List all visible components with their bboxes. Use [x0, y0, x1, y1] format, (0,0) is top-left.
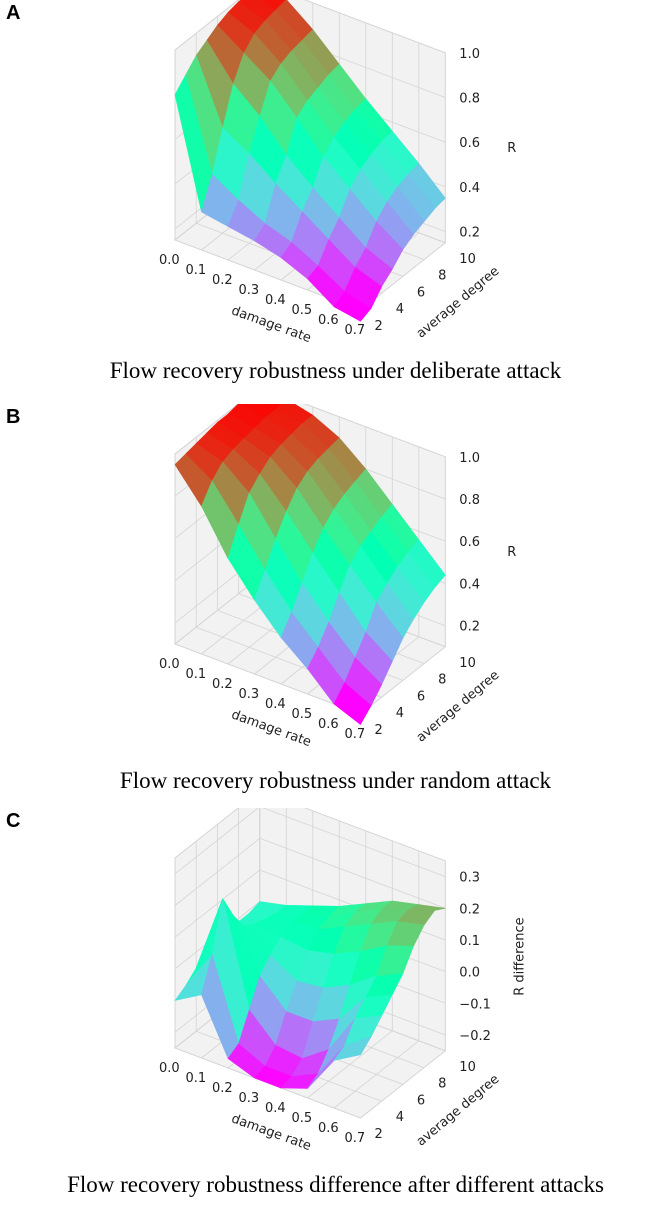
- caption-c: Flow recovery robustness difference afte…: [67, 1172, 604, 1197]
- z-tick-label: −0.2: [459, 1029, 491, 1044]
- x-tick-label: 0.5: [292, 1111, 313, 1126]
- grid-line: [174, 808, 259, 875]
- y-tick-label: 4: [396, 1110, 404, 1125]
- grid-line: [174, 869, 261, 938]
- x-tick-label: 0.3: [239, 687, 260, 702]
- x-tick-label: 0.0: [159, 657, 180, 672]
- z-tick-label: 1.0: [459, 451, 480, 466]
- y-tick-label: 10: [459, 252, 476, 267]
- y-tick-label: 8: [438, 673, 446, 688]
- z-tick-label: 0.4: [459, 577, 480, 592]
- y-tick-label: 6: [417, 285, 425, 300]
- x-tick-label: 0.3: [239, 1091, 260, 1106]
- x-tick-label: 0.0: [159, 253, 180, 268]
- y-tick-label: 2: [375, 1127, 383, 1142]
- z-tick-label: −0.1: [459, 997, 491, 1012]
- y-tick-label: 8: [438, 1077, 446, 1092]
- panel-letter-a: A: [6, 2, 21, 24]
- panel-letter-b: B: [6, 406, 21, 428]
- z-axis-label: R: [507, 141, 516, 156]
- x-tick-label: 0.1: [186, 1071, 207, 1086]
- z-axis-label: R: [507, 545, 516, 560]
- caption-b: Flow recovery robustness under random at…: [119, 768, 552, 793]
- z-tick-label: 0.2: [459, 226, 480, 241]
- x-tick-label: 0.4: [265, 697, 286, 712]
- grid-line: [174, 643, 361, 715]
- x-tick-label: 0.4: [265, 293, 286, 308]
- grid-line: [304, 0, 446, 54]
- surface-cell: [333, 291, 372, 322]
- z-tick-label: 0.1: [459, 934, 480, 949]
- caption-a: Flow recovery robustness under deliberat…: [109, 358, 562, 383]
- z-tick-label: 0.2: [459, 620, 480, 635]
- x-tick-label: 0.7: [345, 727, 366, 742]
- grid-line: [360, 646, 446, 715]
- x-tick-label: 0.7: [345, 323, 366, 338]
- z-axis-label: R difference: [512, 917, 527, 995]
- y-axis-label: average degree: [414, 264, 502, 342]
- x-tick-label: 0.3: [239, 283, 260, 298]
- grid-line: [262, 808, 446, 878]
- x-tick-label: 0.0: [159, 1061, 180, 1076]
- z-tick-label: 0.6: [459, 136, 480, 151]
- surface-cell: [333, 682, 372, 726]
- x-tick-label: 0.6: [318, 1121, 339, 1136]
- y-tick-label: 8: [438, 269, 446, 284]
- x-tick-label: 0.6: [318, 313, 339, 328]
- grid-line: [174, 837, 261, 906]
- x-tick-label: 0.5: [292, 707, 313, 722]
- z-tick-label: 0.8: [459, 493, 480, 508]
- y-tick-label: 4: [396, 302, 404, 317]
- z-tick-label: 1.0: [459, 47, 480, 62]
- x-tick-label: 0.1: [186, 263, 207, 278]
- y-tick-label: 10: [459, 1060, 476, 1075]
- z-tick-label: 0.8: [459, 92, 480, 107]
- grid-line: [174, 0, 239, 51]
- x-tick-label: 0.7: [345, 1131, 366, 1146]
- y-tick-label: 6: [417, 1093, 425, 1108]
- grid-line: [360, 1050, 446, 1119]
- y-axis-label: average degree: [414, 1072, 502, 1150]
- y-tick-label: 10: [459, 656, 476, 671]
- y-tick-label: 2: [375, 723, 383, 738]
- x-tick-label: 0.5: [292, 303, 313, 318]
- z-tick-label: 0.4: [459, 181, 480, 196]
- x-tick-label: 0.2: [212, 273, 233, 288]
- y-tick-label: 4: [396, 706, 404, 721]
- y-axis-label: average degree: [414, 668, 502, 746]
- z-tick-label: 0.0: [459, 966, 480, 981]
- x-tick-label: 0.2: [212, 1081, 233, 1096]
- grid-line: [174, 404, 239, 455]
- z-tick-label: 0.2: [459, 902, 480, 917]
- x-tick-label: 0.1: [186, 667, 207, 682]
- panel-letter-c: C: [6, 810, 21, 832]
- surface-cell: [333, 1036, 372, 1061]
- x-tick-label: 0.2: [212, 677, 233, 692]
- grid-line: [304, 404, 446, 458]
- z-tick-label: 0.6: [459, 535, 480, 550]
- y-tick-label: 6: [417, 689, 425, 704]
- grid-line: [259, 837, 446, 909]
- x-tick-label: 0.6: [318, 717, 339, 732]
- z-tick-label: 0.3: [459, 871, 480, 886]
- y-tick-label: 2: [375, 319, 383, 334]
- x-tick-label: 0.4: [265, 1101, 286, 1116]
